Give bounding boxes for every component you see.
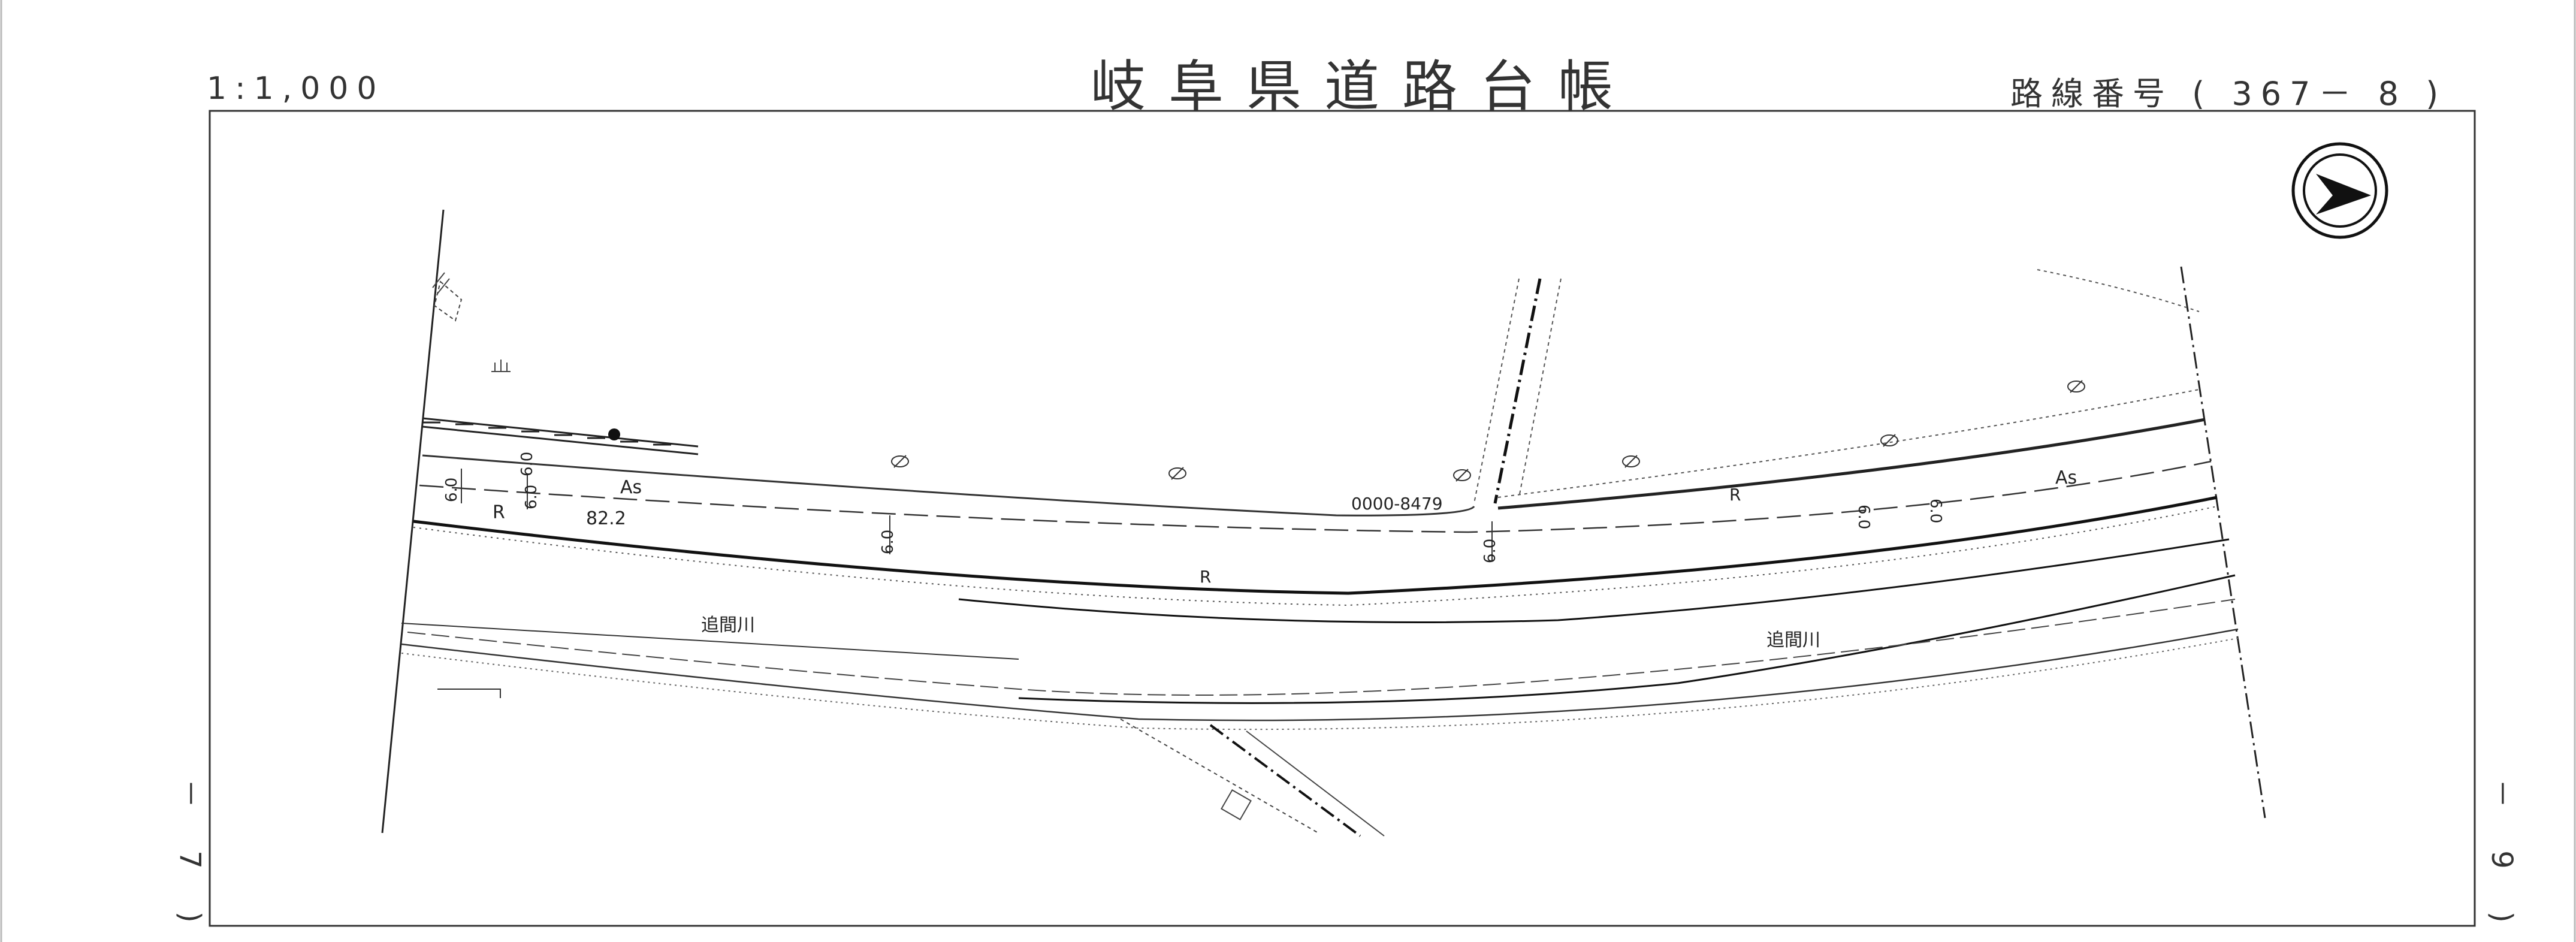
levee-hatch-south <box>401 638 2239 730</box>
surface-label-east: As <box>2055 467 2077 488</box>
sheet-title: 岐阜県道路台帳 <box>1091 55 1636 119</box>
parcel-corner <box>437 689 501 698</box>
roadside-boundary-right <box>1497 389 2200 498</box>
wasteland-symbol-icon <box>491 360 511 372</box>
scale-label: 1:1,000 <box>207 71 385 107</box>
width-label-2: 6.0 <box>523 485 540 509</box>
r-label-center: R <box>1200 567 1211 587</box>
parcel-line-left <box>401 623 1019 660</box>
sheet-cut-line-left <box>381 209 445 834</box>
adjacent-sheet-right: － 9 ) <box>2485 779 2518 940</box>
chainage-label: 82.2 <box>586 508 626 529</box>
small-structure <box>432 272 463 322</box>
route-code-label: 0000-8479 <box>1351 494 1443 514</box>
width-label-4: 6.0 <box>1481 539 1499 563</box>
north-arrow-icon <box>2291 142 2388 239</box>
guardrail <box>422 417 699 455</box>
survey-point-marker <box>608 428 620 440</box>
route-number-label: 路線番号 ( 367－ 8 ) <box>2010 75 2447 113</box>
r-label-east: R <box>1729 485 1741 505</box>
surface-label-west: As <box>620 477 642 498</box>
width-label-3: 6.0 <box>879 530 897 554</box>
width-label-7: 6.0 <box>518 452 536 476</box>
road-edge-south <box>413 496 2218 595</box>
width-label-5: 6.0 <box>1855 505 1873 529</box>
river-name-label-east: 追間川 <box>1766 630 1820 651</box>
side-road-north <box>1473 278 1562 504</box>
river-bank-south <box>1018 574 2236 704</box>
road-edge-north-left <box>422 454 1475 517</box>
r-label-west: R <box>493 502 505 523</box>
embankment-hatch-top <box>413 506 2218 606</box>
tree-symbol-icon <box>891 380 2085 482</box>
width-dimension-marks <box>461 469 1493 560</box>
river-centerline <box>407 599 2236 696</box>
river-bank-north <box>958 538 2230 623</box>
sheet-cut-line-right <box>2180 266 2266 819</box>
road-centerline <box>419 460 2212 533</box>
width-label-1: 6.0 <box>443 478 461 502</box>
levee-line-south <box>401 628 2239 721</box>
road-edge-north-right <box>1497 418 2206 510</box>
side-road-south <box>1120 718 1385 837</box>
roadside-boundary-upper <box>2037 269 2200 312</box>
adjacent-sheet-left: － 7 ) <box>173 779 207 940</box>
river-name-label-west: 追間川 <box>701 615 755 636</box>
width-label-6: 6.0 <box>1926 499 1944 523</box>
